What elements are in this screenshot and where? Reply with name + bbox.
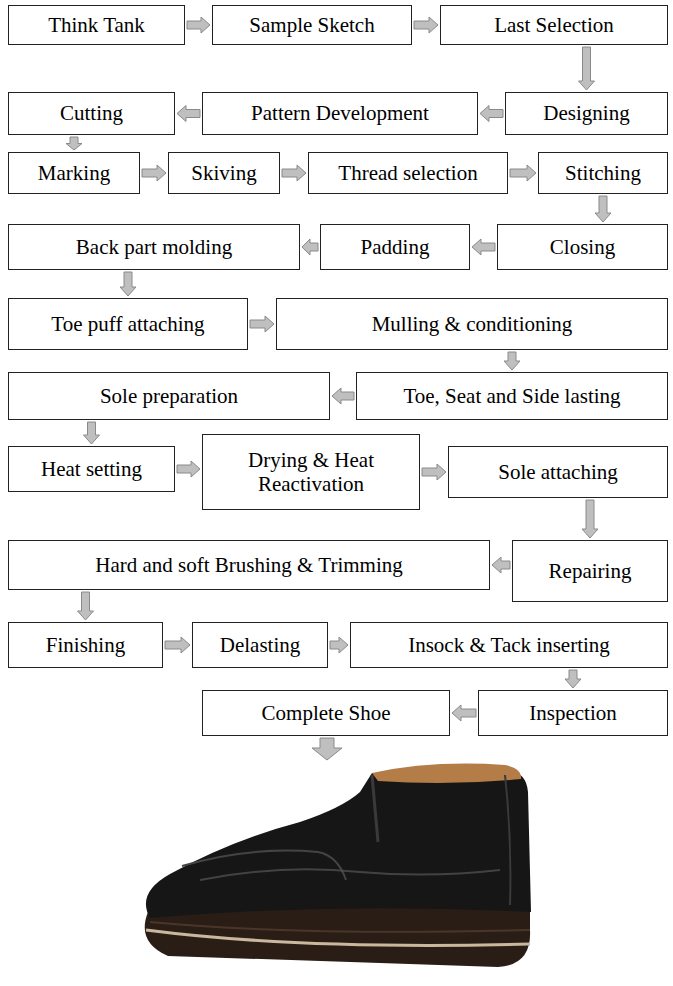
flow-arrow: [472, 239, 495, 255]
step-label: Designing: [543, 101, 629, 125]
process-box: Finishing: [8, 622, 163, 668]
step-label: Sole preparation: [100, 384, 238, 408]
step-label: Insock & Tack inserting: [408, 633, 610, 657]
process-box: Sole attaching: [448, 446, 668, 498]
process-box: Hard and soft Brushing & Trimming: [8, 540, 490, 590]
step-label: Closing: [550, 235, 615, 259]
step-label: Heat setting: [41, 457, 142, 481]
shoe-highlight: [200, 869, 500, 880]
step-label: Mulling & conditioning: [372, 312, 573, 336]
step-label: Hard and soft Brushing & Trimming: [95, 553, 402, 577]
step-label: Pattern Development: [251, 101, 429, 125]
step-label: Sample Sketch: [249, 13, 374, 37]
process-box: Sole preparation: [8, 372, 330, 420]
flow-arrow: [250, 316, 274, 332]
step-label: Repairing: [549, 559, 632, 583]
shoe-lining: [372, 764, 521, 783]
step-label: Marking: [38, 161, 110, 185]
flow-arrow: [332, 388, 354, 404]
process-box: Closing: [497, 224, 668, 270]
process-box: Mulling & conditioning: [276, 298, 668, 350]
step-label: Inspection: [529, 701, 616, 725]
process-box: Skiving: [168, 152, 280, 194]
process-box: Designing: [505, 92, 668, 135]
flow-arrow: [142, 165, 166, 181]
process-box: Toe, Seat and Side lasting: [356, 372, 668, 420]
step-label: Think Tank: [48, 13, 145, 37]
process-box: Padding: [320, 224, 470, 270]
step-label: Cutting: [60, 101, 123, 125]
process-box: Insock & Tack inserting: [350, 622, 668, 668]
flow-arrow: [595, 196, 611, 222]
process-box: Think Tank: [8, 5, 185, 45]
shoe-welt-edge: [150, 922, 530, 932]
flow-arrow: [120, 272, 136, 296]
flow-arrow: [504, 352, 520, 370]
step-label: Toe puff attaching: [51, 312, 204, 336]
process-box: Back part molding: [8, 224, 300, 270]
step-label: Toe, Seat and Side lasting: [403, 384, 620, 408]
step-label: Last Selection: [494, 13, 614, 37]
step-label: Stitching: [565, 161, 641, 185]
process-box: Last Selection: [440, 5, 668, 45]
step-label: Sole attaching: [498, 460, 618, 484]
step-label: Delasting: [220, 633, 300, 657]
flow-arrow: [565, 670, 581, 688]
flow-arrow: [510, 165, 536, 181]
flow-arrow: [187, 17, 210, 33]
step-label: Complete Shoe: [262, 701, 391, 725]
process-box: Complete Shoe: [202, 690, 450, 736]
shoe-gore: [372, 775, 378, 842]
flow-arrow: [312, 738, 342, 760]
step-label: Padding: [361, 235, 430, 259]
process-box: Thread selection: [308, 152, 508, 194]
step-label: Back part molding: [76, 235, 232, 259]
flow-arrow: [84, 422, 100, 444]
shoe-heel-seam: [505, 775, 510, 905]
flow-arrow: [579, 47, 595, 90]
flow-arrow: [452, 705, 476, 721]
shoe-upper: [146, 771, 531, 918]
process-box: Delasting: [192, 622, 328, 668]
flow-arrow: [330, 637, 348, 653]
step-label: Skiving: [191, 161, 256, 185]
shoe-apron-seam: [182, 851, 346, 880]
process-box: Stitching: [538, 152, 668, 194]
process-box: Sample Sketch: [212, 5, 412, 45]
process-box: Heat setting: [8, 446, 175, 492]
flow-arrow: [78, 592, 94, 620]
flow-arrow: [282, 165, 306, 181]
flow-arrow: [165, 637, 190, 653]
flow-arrow: [422, 464, 446, 480]
flow-arrow: [492, 557, 510, 573]
process-box: Drying & Heat Reactivation: [202, 434, 420, 510]
flow-arrow: [66, 137, 82, 150]
flow-arrow: [480, 106, 503, 122]
flow-arrow: [177, 106, 200, 122]
process-box: Toe puff attaching: [8, 298, 248, 350]
flow-arrow: [177, 461, 200, 477]
process-box: Marking: [8, 152, 140, 194]
process-box: Repairing: [512, 540, 668, 602]
flow-arrow: [414, 17, 438, 33]
process-box: Cutting: [8, 92, 175, 135]
process-box: Inspection: [478, 690, 668, 736]
step-label: Finishing: [46, 633, 125, 657]
flow-arrow: [582, 500, 598, 538]
step-label: Thread selection: [338, 161, 477, 185]
step-label: Drying & Heat Reactivation: [211, 448, 411, 496]
flow-arrow: [302, 239, 318, 255]
process-box: Pattern Development: [202, 92, 478, 135]
